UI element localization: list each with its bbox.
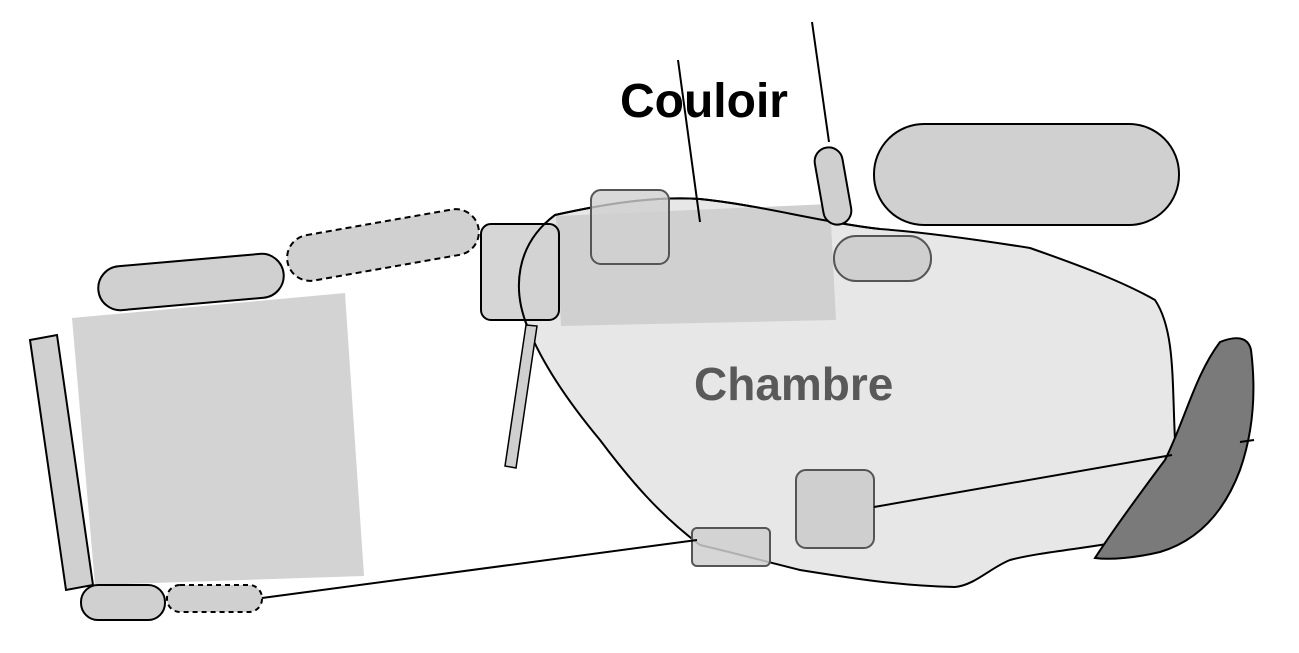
connector-right-end [1239,439,1255,443]
room-left-edge [518,214,556,329]
pill-solid-top [97,252,285,312]
rect-bottom [691,527,771,567]
square-corridor [590,189,670,265]
large-pill [873,123,1180,226]
connector-bottom [261,539,698,599]
left-zone [72,293,364,585]
pill-room [833,235,932,282]
pill-vertical [813,146,853,226]
square-room [795,469,875,549]
pill-solid-bottom [80,584,166,621]
label-chambre: Chambre [694,358,893,410]
pointer-line-1 [677,59,701,223]
label-couloir: Couloir [620,75,788,128]
pill-dashed-bottom [166,584,263,613]
connector-right [873,454,1173,508]
pill-dashed-top [286,208,480,282]
slab [504,324,538,469]
pointer-line-2 [811,21,830,143]
